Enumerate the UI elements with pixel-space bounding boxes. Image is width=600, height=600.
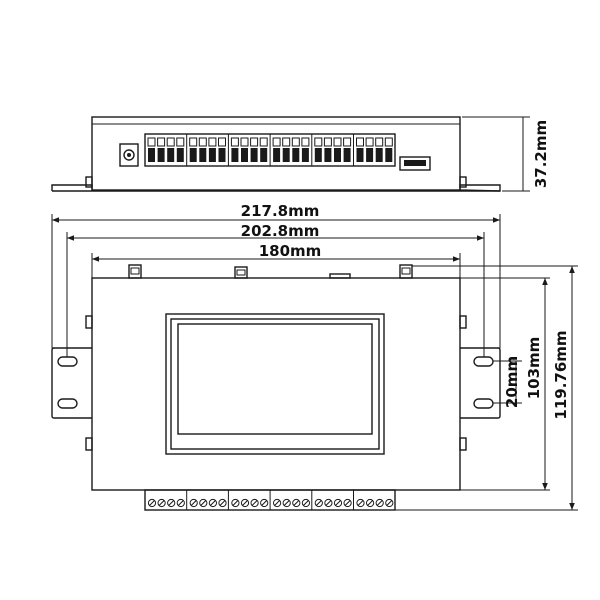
- label-202-8mm: 202.8mm: [241, 222, 320, 240]
- terminal-screw: [375, 498, 384, 508]
- right-lower-slot: [473, 398, 494, 409]
- terminal-pin: [385, 148, 393, 162]
- terminal-screw: [333, 498, 343, 508]
- terminal-screw: [199, 498, 208, 508]
- terminal-screw: [240, 498, 250, 508]
- side-view-housing: [91, 116, 461, 191]
- label-217-8mm: 217.8mm: [241, 202, 320, 220]
- terminal-pin: [343, 148, 351, 162]
- terminal-screw: [273, 498, 282, 508]
- terminal-screw: [231, 498, 240, 508]
- terminal-pin: [241, 148, 248, 162]
- label-37-2mm: 37.2mm: [532, 120, 550, 188]
- dim-width-holes: 202.8mm: [66, 222, 485, 357]
- terminal-pin: [334, 148, 341, 162]
- terminal-pin: [324, 148, 332, 162]
- terminal-screw: [189, 498, 198, 508]
- terminal-pin: [231, 148, 239, 162]
- terminal-screw: [292, 498, 301, 508]
- display-screen: [165, 313, 385, 455]
- terminal-screw: [208, 498, 217, 508]
- terminal-screw: [385, 498, 394, 508]
- usb-port: [399, 156, 431, 171]
- terminal-pin: [148, 148, 155, 162]
- side-terminal-block: [144, 133, 396, 167]
- terminal-pin: [157, 148, 165, 162]
- terminal-pin: [366, 148, 374, 162]
- terminal-pin: [176, 148, 184, 162]
- terminal-screw: [176, 498, 185, 508]
- terminal-screw: [260, 498, 269, 508]
- terminal-screw: [282, 498, 291, 508]
- front-view-housing: [91, 277, 461, 491]
- terminal-screw: [218, 498, 227, 508]
- label-103mm: 103mm: [525, 337, 543, 400]
- right-upper-slot: [473, 356, 494, 367]
- terminal-screw: [167, 498, 176, 508]
- front-terminal-block: [144, 489, 396, 511]
- label-180mm: 180mm: [259, 242, 322, 260]
- terminal-screw: [356, 498, 365, 508]
- dim-height-overall: 119.76mm: [395, 265, 578, 511]
- terminal-pin: [375, 148, 383, 162]
- terminal-pin: [167, 148, 175, 162]
- label-20mm: 20mm: [503, 356, 521, 408]
- terminal-screw: [157, 498, 166, 508]
- dim-slot-spacing: 20mm: [493, 356, 522, 408]
- terminal-pin: [189, 148, 197, 162]
- top-connectors: [128, 264, 413, 279]
- terminal-screw: [366, 498, 375, 508]
- terminal-pin: [301, 148, 309, 162]
- terminal-pin: [260, 148, 268, 162]
- right-mounting-ear: [460, 347, 501, 419]
- dim-height-side: 37.2mm: [462, 116, 550, 192]
- terminal-pin: [199, 148, 207, 162]
- terminal-pin: [356, 148, 364, 162]
- terminal-pin: [250, 148, 258, 162]
- terminal-screw: [301, 498, 310, 508]
- terminal-pin: [314, 148, 322, 162]
- label-119-76mm: 119.76mm: [552, 330, 570, 419]
- terminal-screw: [250, 498, 259, 508]
- left-mounting-ear: [51, 347, 92, 419]
- terminal-pin: [218, 148, 226, 162]
- terminal-screw: [324, 498, 333, 508]
- terminal-screw: [147, 498, 157, 508]
- terminal-screw: [343, 498, 352, 508]
- left-lower-slot: [57, 398, 78, 409]
- dim-height-holes: 103mm: [400, 277, 550, 491]
- terminal-pin: [208, 148, 216, 162]
- terminal-pin: [273, 148, 281, 162]
- terminal-screw: [314, 498, 323, 508]
- terminal-pin: [292, 148, 300, 162]
- terminal-pin: [282, 148, 290, 162]
- dim-width-body: 180mm: [91, 242, 461, 278]
- front-view: [51, 264, 501, 511]
- power-jack: [119, 143, 139, 167]
- dim-width-overall: 217.8mm: [51, 202, 501, 348]
- left-upper-slot: [57, 356, 78, 367]
- side-view: [51, 116, 501, 192]
